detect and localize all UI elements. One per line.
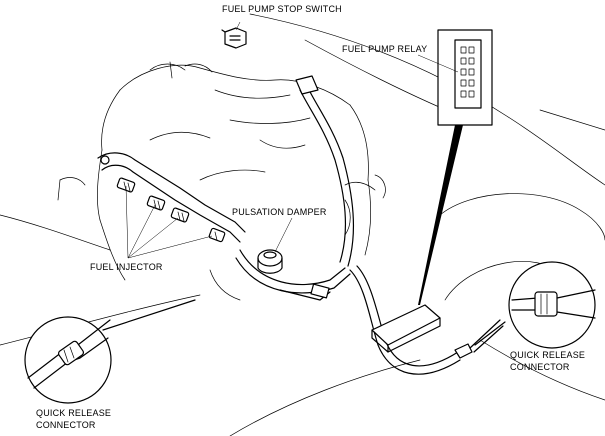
fuel-pump-stop-switch-part xyxy=(221,27,247,49)
label-fuel-pump-relay: FUEL PUMP RELAY xyxy=(342,44,427,54)
fuel-injector-4 xyxy=(208,227,226,243)
label-quick-release-right-line1: QUICK RELEASE xyxy=(510,350,585,360)
label-quick-release-left-line1: QUICK RELEASE xyxy=(36,408,111,418)
quick-release-connector-right-detail xyxy=(474,261,596,349)
fuel-injectors xyxy=(116,177,226,243)
relay-pointer xyxy=(418,125,463,305)
fuel-injector-3 xyxy=(170,207,190,223)
fuel-rail xyxy=(97,152,246,243)
label-quick-release-left-line2: CONNECTOR xyxy=(36,420,96,430)
pulsation-damper-part xyxy=(257,249,283,274)
label-pulsation-damper: PULSATION DAMPER xyxy=(232,207,327,217)
quick-release-connector-left-detail xyxy=(24,299,196,404)
fuel-pump-unit xyxy=(371,304,441,353)
label-fuel-injector: FUEL INJECTOR xyxy=(90,262,163,272)
label-fuel-pump-stop-switch: FUEL PUMP STOP SWITCH xyxy=(222,4,342,14)
label-quick-release-right-line2: CONNECTOR xyxy=(510,362,570,372)
fuel-injector-2 xyxy=(146,195,166,211)
fuel-pump-relay-inset xyxy=(437,29,493,126)
leader-lines xyxy=(125,21,459,259)
fuel-injector-1 xyxy=(116,177,136,193)
